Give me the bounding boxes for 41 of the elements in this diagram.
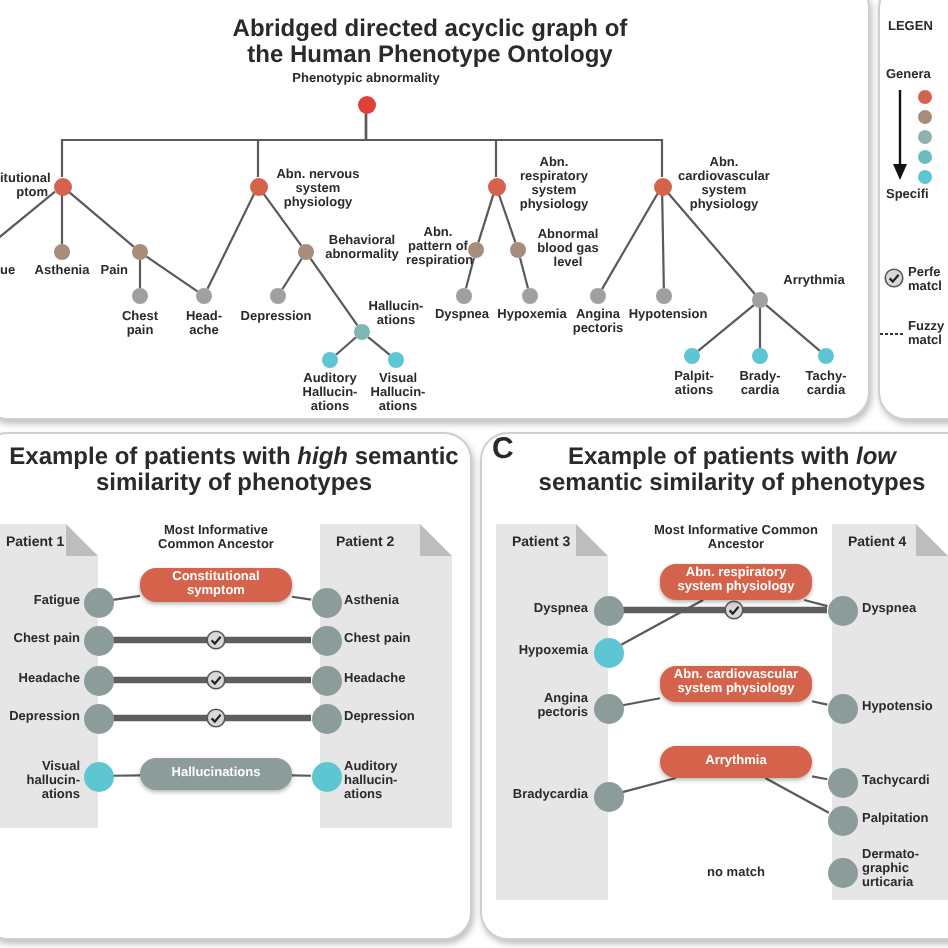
connector-line [811,775,828,781]
connector-line [145,255,199,293]
connector-line [60,195,64,244]
connector-line [112,594,141,601]
connector-line [601,193,659,290]
connector-line [0,190,56,241]
connector-line [518,257,530,289]
panel-title: Example of patients with high semantic similarity of phenotypes [7,444,461,496]
connector-line [803,598,828,608]
connector-line [758,308,762,348]
connector-line [667,192,756,295]
connector-line [281,258,303,290]
connector-line [622,697,661,707]
connector-line [367,336,391,356]
connector-line [622,776,677,794]
connector-line [364,113,664,177]
connector-line [661,194,665,288]
connector-line [765,304,821,352]
panel-title: Abridged directed acyclic graph of the Human Phenotype Ontology [230,16,630,68]
connector-line [291,774,312,777]
connector-line [464,257,476,289]
connector-line [764,777,830,814]
match-line [113,670,311,690]
connector-line [262,192,303,247]
match-line [113,630,311,650]
match-line [623,600,827,620]
connector-line [477,194,495,243]
connector-line [112,774,140,777]
connector-line [206,193,255,290]
connector-line [497,194,517,243]
connector-line [309,257,359,327]
panel-title: Example of patients with low semantic similarity of phenotypes [536,444,928,496]
connector-line [620,599,704,646]
match-line [113,708,311,728]
connector-line [697,304,755,352]
connector-line [335,336,357,356]
connector-line [68,190,135,248]
connector-line [138,260,142,288]
connector-line [291,595,312,601]
panel-letter: C [492,434,516,467]
connector-line [811,700,828,706]
